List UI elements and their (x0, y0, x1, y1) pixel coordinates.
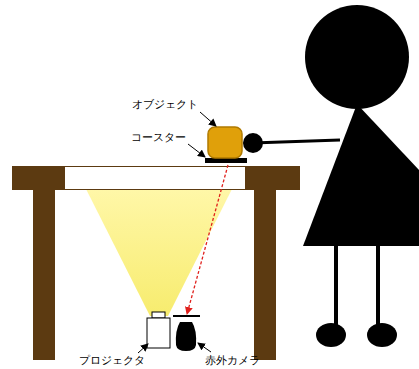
part-label: プロジェクタ (79, 354, 145, 367)
ir-camera (176, 322, 196, 351)
leader-arrow (200, 112, 216, 126)
object (208, 127, 242, 158)
person-leg (376, 246, 380, 328)
leader-arrow (138, 344, 148, 353)
projector (147, 318, 170, 348)
person-foot (316, 323, 346, 347)
person-head (305, 5, 409, 109)
projection-beam (86, 189, 232, 316)
leader-arrow (198, 343, 211, 352)
screen-panel (65, 167, 245, 189)
part-label: コースター (131, 131, 186, 144)
person-foot (367, 323, 397, 347)
part-label: 赤外カメラ (205, 354, 260, 367)
person-leg (334, 246, 338, 328)
ir-filter (173, 315, 200, 317)
table-top (12, 166, 300, 190)
table-leg (254, 190, 276, 360)
person-arm (252, 140, 340, 143)
projector-lens (152, 312, 165, 318)
part-label: オブジェクト (132, 98, 198, 111)
leader-arrow (188, 144, 205, 157)
ir-sight-line (187, 165, 228, 314)
table-leg (33, 190, 55, 360)
person-hand (243, 133, 263, 153)
person-body (303, 104, 419, 246)
